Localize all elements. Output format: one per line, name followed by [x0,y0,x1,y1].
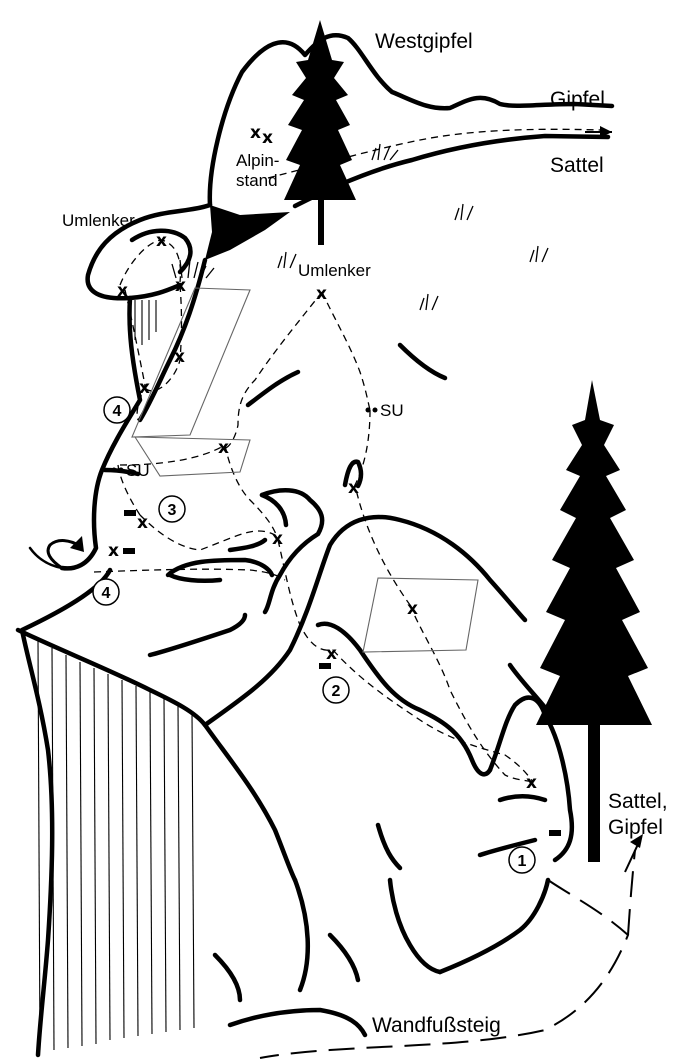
label-sattel-gipfel-1: Sattel, [608,790,668,813]
bolt-mark-icon: x [272,529,283,549]
label-sattel: Sattel [550,154,604,177]
bolt-mark-icon: x [326,644,337,664]
bolt-mark-icon: x [139,378,150,398]
bolt-mark-icon: x [174,347,185,367]
label-sattel-gipfel-2: Gipfel [608,816,663,839]
bolt-mark-icon: x [348,478,359,498]
label-su-left: SU [126,461,150,480]
bolt-mark-icon: x [156,231,167,251]
bolt-mark-icon: x [262,128,273,148]
arrow-icon [625,834,643,872]
label-umlenker-left: Umlenker [62,211,135,230]
svg-text:1: 1 [518,853,527,870]
bolt-mark-icon: x [108,541,119,561]
label-alpinstand-2: stand [236,171,278,190]
route-number-1: 1 [509,847,535,873]
bolt-mark-icon: x [316,284,327,304]
label-su-right: SU [380,401,404,420]
bolt-mark-icon: x [250,123,261,143]
svg-text:4: 4 [113,403,122,420]
route-number-4-lower: 4 [93,579,119,605]
label-wandfusssteig: Wandfußsteig [372,1014,501,1037]
bolt-mark-icon: x [137,513,148,533]
label-gipfel: Gipfel [550,88,605,111]
route-number-2: 2 [323,677,349,703]
route-number-4-upper: 4 [104,397,130,423]
topo-frames [132,288,478,652]
bolt-mark-icon: x [175,276,186,296]
bolt-mark-icon: x [218,438,229,458]
bolt-mark-icon: x [526,773,537,793]
bolt-mark-icon: x [117,281,128,301]
label-westgipfel: Westgipfel [375,30,473,53]
svg-text:2: 2 [332,683,341,700]
svg-text:3: 3 [168,502,177,519]
arrow-icon [48,536,84,568]
bolt-mark-icon: x [407,599,418,619]
route-number-3: 3 [159,496,185,522]
tree-icon [284,20,356,245]
label-umlenker-center: Umlenker [298,261,371,280]
svg-text:4: 4 [102,585,111,602]
belay-stance-icon [123,510,561,836]
label-alpinstand-1: Alpin- [236,151,279,170]
